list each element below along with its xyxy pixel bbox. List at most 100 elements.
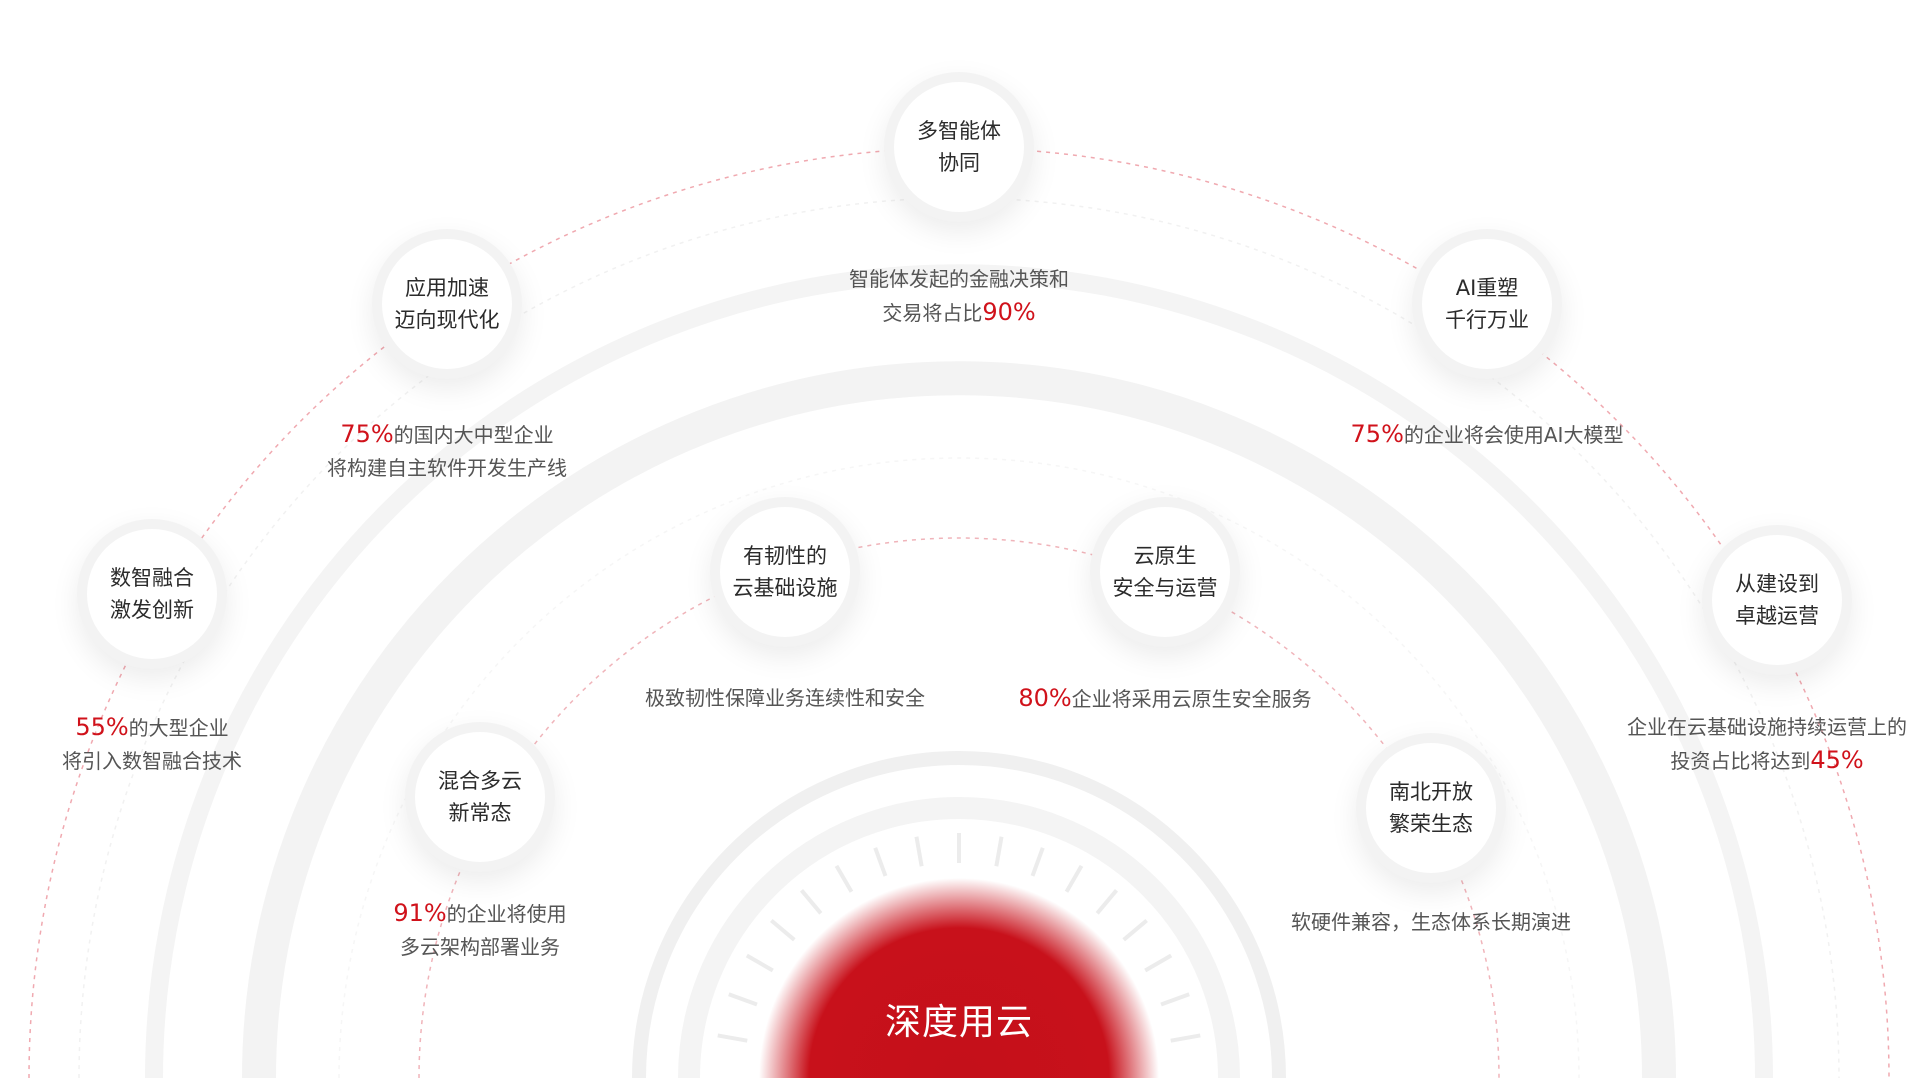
node-description-data-intel: 55%的大型企业将引入数智融合技术	[62, 711, 242, 778]
desc-text: 的大型企业	[128, 716, 229, 740]
desc-line1: 80%企业将采用云原生安全服务	[1018, 682, 1311, 716]
dial-tick	[1030, 847, 1045, 877]
node-title-line1: 数智融合	[110, 566, 194, 590]
node-multi-agent[interactable]: 多智能体 协同	[884, 72, 1034, 222]
percentage: 55%	[75, 713, 129, 741]
middle-dashed-arc	[338, 457, 1580, 1079]
node-inner: 数智融合 激发创新	[87, 529, 217, 659]
dial-tick	[994, 836, 1004, 867]
middle-thick-ring	[242, 361, 1676, 1079]
node-ai-reshape[interactable]: AI重塑 千行万业	[1412, 229, 1562, 379]
node-description-cloud-native: 80%企业将采用云原生安全服务	[1018, 682, 1311, 716]
node-title-line1: 有韧性的	[743, 544, 827, 568]
node-inner: 南北开放 繁荣生态	[1366, 743, 1496, 873]
dial-tick	[770, 918, 796, 942]
desc-line1: 智能体发起的金融决策和	[849, 263, 1069, 296]
dial-tick	[1144, 953, 1173, 973]
node-description-app-accel: 75%的国内大中型企业将构建自主软件开发生产线	[327, 418, 567, 485]
node-title-line2: 繁荣生态	[1389, 812, 1473, 836]
node-title-line1: 混合多云	[438, 769, 522, 793]
node-title-line2: 安全与运营	[1112, 576, 1218, 600]
inner-dashed-arc	[418, 537, 1500, 1079]
desc-line1: 91%的企业将使用	[393, 897, 566, 931]
desc-line2: 将构建自主软件开发生产线	[327, 456, 567, 480]
desc-line1: 75%的企业将会使用AI大模型	[1351, 418, 1624, 452]
desc-line1: 55%的大型企业	[62, 711, 242, 745]
node-title-line2: 卓越运营	[1735, 604, 1819, 628]
node-title-line2: 协同	[938, 151, 980, 175]
node-title-line1: 多智能体	[917, 119, 1001, 143]
node-description-multi-agent: 智能体发起的金融决策和交易将占比90%	[849, 263, 1069, 330]
outer-thick-ring	[145, 264, 1773, 1079]
dial-tick	[799, 889, 823, 915]
node-description-open-eco: 软硬件兼容，生态体系长期演进	[1291, 906, 1571, 939]
dial-tick	[728, 992, 758, 1007]
node-cloud-native[interactable]: 云原生 安全与运营	[1090, 497, 1240, 647]
core-label: 深度用云	[884, 1002, 1034, 1043]
node-inner: 有韧性的 云基础设施	[720, 507, 850, 637]
percentage: 80%	[1018, 684, 1072, 712]
node-inner: 多智能体 协同	[894, 82, 1024, 212]
desc-text: 交易将占比	[882, 301, 983, 325]
node-title-line2: 千行万业	[1445, 308, 1529, 332]
node-data-intel[interactable]: 数智融合 激发创新	[77, 519, 227, 669]
dial-ticks	[717, 833, 1201, 1043]
node-title-line2: 云基础设施	[732, 576, 838, 600]
inner-ring-2	[678, 797, 1240, 1079]
dial-tick	[1122, 918, 1148, 942]
node-inner: 混合多云 新常态	[415, 732, 545, 862]
dial-tick	[745, 953, 774, 973]
node-title-line1: 应用加速	[405, 276, 489, 300]
inner-ring	[632, 751, 1286, 1079]
desc-text: 智能体发起的金融决策和	[849, 267, 1069, 291]
node-inner: 从建设到 卓越运营	[1712, 535, 1842, 665]
node-description-build-to-ops: 企业在云基础设施持续运营上的投资占比将达到45%	[1627, 711, 1907, 778]
node-inner: AI重塑 千行万业	[1422, 239, 1552, 369]
dial-tick	[717, 1033, 748, 1043]
node-description-resilient: 极致韧性保障业务连续性和安全	[645, 682, 925, 715]
desc-line2: 将引入数智融合技术	[62, 749, 242, 773]
desc-line2: 多云架构部署业务	[400, 935, 560, 959]
desc-text: 软硬件兼容，生态体系长期演进	[1291, 910, 1571, 934]
node-title-line1: AI重塑	[1455, 276, 1519, 300]
node-open-eco[interactable]: 南北开放 繁荣生态	[1356, 733, 1506, 883]
node-hybrid[interactable]: 混合多云 新常态	[405, 722, 555, 872]
desc-line1: 75%的国内大中型企业	[327, 418, 567, 452]
node-title-line1: 从建设到	[1735, 572, 1819, 596]
node-resilient[interactable]: 有韧性的 云基础设施	[710, 497, 860, 647]
desc-line1: 企业在云基础设施持续运营上的	[1627, 711, 1907, 744]
node-inner: 云原生 安全与运营	[1100, 507, 1230, 637]
node-app-accel[interactable]: 应用加速 迈向现代化	[372, 229, 522, 379]
dial-tick	[1160, 992, 1190, 1007]
dial-tick	[914, 836, 924, 867]
node-build-to-ops[interactable]: 从建设到 卓越运营	[1702, 525, 1852, 675]
node-inner: 应用加速 迈向现代化	[382, 239, 512, 369]
desc-line2: 交易将占比90%	[849, 296, 1069, 330]
desc-text: 的国内大中型企业	[393, 423, 554, 447]
desc-text: 投资占比将达到	[1670, 749, 1811, 773]
percentage: 90%	[982, 298, 1036, 326]
dial-tick	[834, 864, 854, 893]
desc-line1: 软硬件兼容，生态体系长期演进	[1291, 906, 1571, 939]
desc-text: 企业将采用云原生安全服务	[1071, 687, 1312, 711]
desc-text: 极致韧性保障业务连续性和安全	[645, 686, 925, 710]
desc-text: 企业在云基础设施持续运营上的	[1627, 715, 1907, 739]
percentage: 91%	[393, 899, 447, 927]
node-title-line2: 新常态	[448, 801, 512, 825]
percentage: 45%	[1810, 746, 1864, 774]
dial-tick	[1064, 864, 1084, 893]
node-title-line2: 迈向现代化	[394, 308, 500, 332]
dial-tick	[1170, 1033, 1201, 1043]
node-description-hybrid: 91%的企业将使用多云架构部署业务	[393, 897, 566, 964]
dial-tick	[1095, 889, 1119, 915]
desc-line2: 投资占比将达到45%	[1627, 744, 1907, 778]
dial-tick	[873, 847, 888, 877]
node-description-ai-reshape: 75%的企业将会使用AI大模型	[1351, 418, 1624, 452]
desc-text: 的企业将使用	[446, 902, 567, 926]
node-title-line1: 南北开放	[1389, 780, 1473, 804]
percentage: 75%	[340, 420, 394, 448]
desc-line1: 极致韧性保障业务连续性和安全	[645, 682, 925, 715]
percentage: 75%	[1350, 420, 1404, 448]
node-title-line2: 激发创新	[110, 598, 194, 622]
desc-text: 的企业将会使用AI大模型	[1403, 423, 1624, 447]
